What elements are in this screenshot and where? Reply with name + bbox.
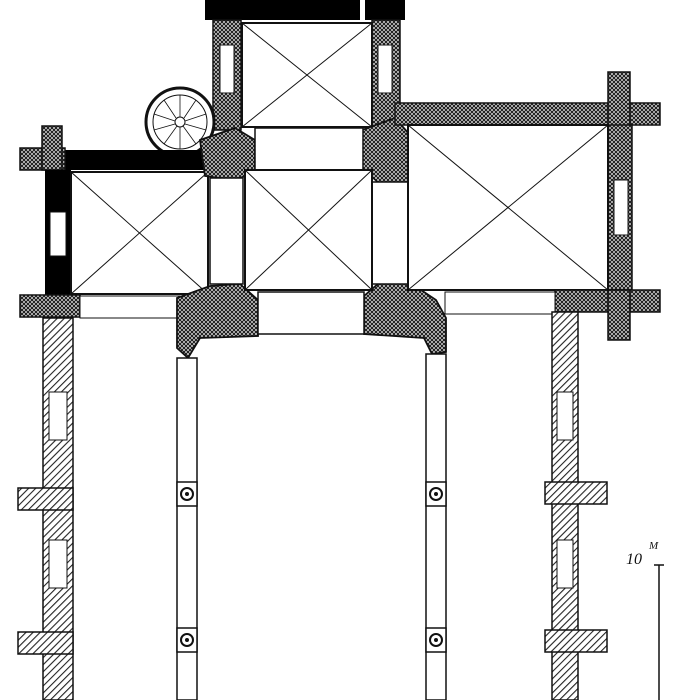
nave-pillars: [176, 481, 447, 653]
north-arm-window: [49, 211, 67, 257]
scale-bar: [654, 564, 664, 700]
scale-bar-value: 10: [626, 551, 642, 568]
tower-bay: [254, 127, 364, 171]
crossing: [209, 127, 409, 335]
north-arcade: [176, 357, 198, 700]
tower-north-wall-east: [365, 0, 405, 20]
crossing-east-arch: [371, 181, 409, 285]
south-aisle-window-1: [556, 391, 574, 441]
nave-arch: [257, 291, 365, 335]
south-aisle-window-2: [556, 539, 574, 589]
north-buttress-2: [17, 631, 74, 655]
pier-southeast: [363, 281, 447, 355]
north-arm-top-wall: [45, 150, 210, 170]
scale-bar-unit: M: [649, 540, 659, 552]
north-aisle-window-2: [48, 539, 68, 589]
crossing-west-arch: [209, 177, 244, 285]
south-transept: [394, 71, 661, 341]
north-aisle-window-1: [48, 391, 68, 441]
south-arm-window: [613, 179, 629, 236]
pier-southwest: [176, 283, 259, 360]
south-buttress-1: [544, 481, 608, 505]
north-buttress-1: [17, 487, 74, 511]
tower-west-window: [219, 44, 235, 94]
nave: [17, 311, 608, 700]
north-transept: [19, 125, 210, 319]
tower-north-wall: [205, 0, 360, 20]
tower: [205, 0, 405, 131]
crossing-piers: [176, 116, 447, 360]
south-buttress-2: [544, 629, 608, 653]
tower-east-window: [377, 44, 393, 94]
spiral-staircase: [144, 86, 216, 158]
south-arcade: [425, 353, 447, 700]
